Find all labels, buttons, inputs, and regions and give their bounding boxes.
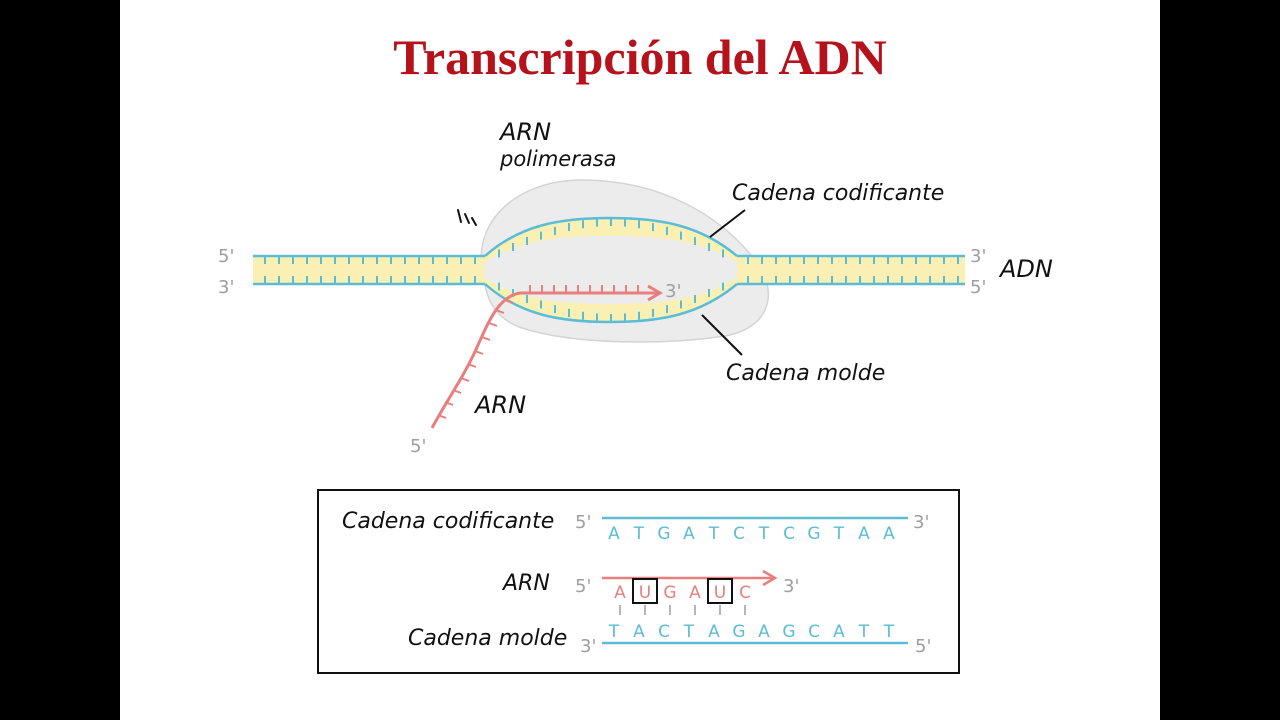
- template-base: C: [808, 622, 820, 642]
- dna-label: ADN: [998, 255, 1053, 283]
- rna-base: [452, 389, 462, 394]
- coding-base: G: [807, 524, 820, 544]
- coding-strand-pointer: [709, 209, 746, 238]
- coding-3prime-label: 3': [970, 246, 986, 267]
- coding-base: C: [733, 524, 745, 544]
- box-coding-5prime: 5': [575, 512, 591, 533]
- template-5prime-label: 5': [970, 277, 986, 298]
- box-template-3prime: 3': [580, 636, 596, 657]
- rna-base: [467, 363, 477, 368]
- bubble-base-fill-top: [485, 218, 737, 262]
- template-base: A: [833, 622, 845, 642]
- coding-base: C: [783, 524, 795, 544]
- coding-5prime-label: 5': [218, 246, 234, 267]
- rna-ticks: [437, 285, 639, 419]
- rna-base: [444, 401, 454, 406]
- template-strand-label: Cadena molde: [726, 361, 885, 386]
- coding-base: T: [833, 524, 845, 544]
- box-rna-arrowhead: [762, 569, 778, 587]
- rna-arrowhead: [647, 284, 663, 302]
- coding-base: G: [657, 524, 670, 544]
- rna-base: [474, 350, 484, 355]
- rna-base: [460, 377, 470, 382]
- coding-base: A: [608, 524, 620, 544]
- sequence-box: [317, 489, 960, 674]
- coding-base: A: [883, 524, 895, 544]
- template-strand-pointer: [701, 314, 743, 356]
- coding-base: A: [858, 524, 870, 544]
- coding-base: T: [708, 524, 720, 544]
- template-base: T: [883, 622, 895, 642]
- template-base: A: [633, 622, 645, 642]
- rna-base: [437, 414, 447, 419]
- rna-base: [504, 299, 514, 304]
- rna-label: ARN: [473, 391, 526, 419]
- rna-base: [495, 309, 505, 314]
- box-template-5prime: 5': [915, 636, 931, 657]
- rna-base-letter: C: [739, 583, 751, 603]
- uracil-highlight-box: [707, 578, 733, 604]
- bubble-base-fill-bottom: [485, 278, 737, 322]
- template-base: T: [683, 622, 695, 642]
- coding-base: T: [633, 524, 645, 544]
- slide: Transcripción del ADN 5': [120, 0, 1160, 720]
- coding-base: A: [683, 524, 695, 544]
- pairing-ticks: [619, 605, 746, 615]
- coding-strand-label: Cadena codificante: [732, 181, 944, 206]
- motion-marks: [457, 209, 477, 226]
- polymerase-label-line1: ARN: [498, 118, 551, 146]
- rna-base: [488, 322, 498, 327]
- rna-5prime-label: 5': [410, 436, 426, 457]
- template-base: T: [858, 622, 870, 642]
- transcription-diagram: 5' 3' 3' 5' 3' 5' ARN polimerasa Cadena …: [218, 118, 1053, 674]
- rna-base-letter: A: [614, 583, 626, 603]
- rna-3prime-label: 3': [665, 281, 681, 302]
- polymerase-label-line2: polimerasa: [499, 147, 617, 171]
- rna-base-letter: A: [689, 583, 701, 603]
- uracil-highlight-box: [632, 578, 658, 604]
- rna-base-letter: U: [639, 583, 651, 603]
- template-base: G: [782, 622, 795, 642]
- box-rna-3prime: 3': [783, 576, 799, 597]
- template-base: A: [708, 622, 720, 642]
- template-base: G: [732, 622, 745, 642]
- dna-base-fill-left: [253, 256, 485, 284]
- rna-strand: [430, 291, 660, 429]
- template-base: T: [608, 622, 620, 642]
- rna-base: [481, 336, 491, 341]
- box-coding-label: Cadena codificante: [342, 509, 554, 534]
- box-rna-5prime: 5': [575, 576, 591, 597]
- coding-base: T: [758, 524, 770, 544]
- box-template-label: Cadena molde: [408, 626, 567, 651]
- rna-base-letter: U: [714, 583, 726, 603]
- box-rna-label: ARN: [501, 571, 550, 596]
- rna-base-letter: G: [663, 583, 676, 603]
- template-base: A: [758, 622, 770, 642]
- base-pair-rungs: [264, 218, 959, 322]
- page-title: Transcripción del ADN: [393, 29, 887, 85]
- template-base: C: [658, 622, 670, 642]
- template-3prime-label: 3': [218, 277, 234, 298]
- box-coding-3prime: 3': [913, 512, 929, 533]
